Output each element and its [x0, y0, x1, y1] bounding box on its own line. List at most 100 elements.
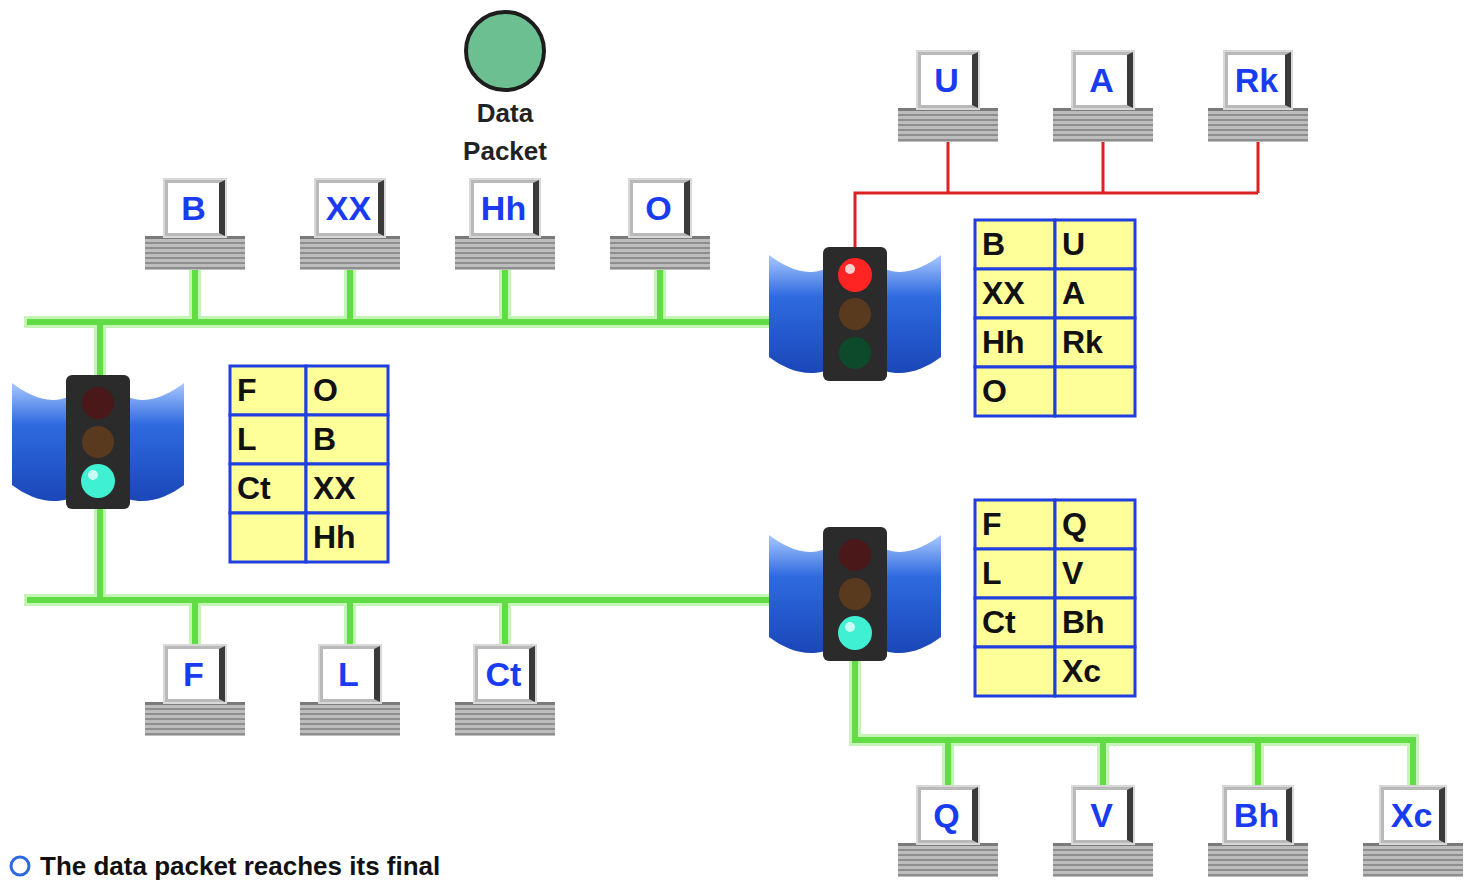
packet-circle-shape	[466, 12, 544, 90]
table-cell-text: A	[1055, 269, 1085, 318]
computer-base	[455, 236, 555, 270]
table-cell-text: XX	[306, 464, 356, 513]
table-cell	[1055, 500, 1135, 549]
table-cell-text: Xc	[1055, 647, 1101, 696]
computer-base	[455, 702, 555, 736]
computer-label: XX	[326, 191, 371, 225]
table-cell	[230, 366, 306, 415]
computer-screen: A	[1073, 52, 1133, 108]
lan-cable	[30, 270, 1413, 787]
table-cell	[230, 513, 306, 562]
computer: B	[143, 180, 247, 270]
lan-cable-halo	[30, 270, 1413, 787]
computer: V	[1051, 787, 1155, 877]
computer-label: A	[1089, 63, 1114, 97]
table-cell-text: Bh	[1055, 598, 1105, 647]
table-cell-text: V	[1055, 549, 1083, 598]
table-cell-text: Hh	[306, 513, 356, 562]
table-cell-text: Q	[1055, 500, 1087, 549]
table-cell	[975, 220, 1055, 269]
computer-label: Rk	[1235, 63, 1278, 97]
caption-note: The data packet reaches its final	[40, 850, 440, 882]
computer-label: Q	[933, 798, 959, 832]
computer-screen: L	[320, 646, 380, 702]
computer-base	[898, 843, 998, 877]
computer: XX	[298, 180, 402, 270]
table-cell	[306, 366, 388, 415]
table-cell-text: L	[230, 415, 257, 464]
computer-label: Ct	[486, 657, 522, 691]
computer: Ct	[453, 646, 557, 736]
computer-label: V	[1090, 798, 1113, 832]
computer: Rk	[1206, 52, 1310, 142]
table-cell-text: F	[975, 500, 1002, 549]
computer-base	[145, 702, 245, 736]
forwarding-table	[975, 500, 1135, 696]
table-cell	[975, 367, 1055, 416]
computer-screen: O	[630, 180, 690, 236]
computer: Hh	[453, 180, 557, 270]
computer-base	[1053, 108, 1153, 142]
packet-label: Data Packet	[435, 94, 575, 170]
computer: O	[608, 180, 712, 270]
table-cell-text: Ct	[975, 598, 1016, 647]
computer-screen: Xc	[1381, 787, 1446, 843]
computer: Q	[896, 787, 1000, 877]
computer-screen: U	[918, 52, 978, 108]
computer-screen: B	[165, 180, 225, 236]
bridge-traffic-light	[769, 527, 941, 661]
computer-screen: Bh	[1224, 787, 1292, 843]
table-cell	[306, 464, 388, 513]
packet-circle	[462, 8, 548, 94]
computer-base	[300, 702, 400, 736]
computer-base	[1208, 843, 1308, 877]
table-cell	[230, 464, 306, 513]
computer-label: L	[338, 657, 359, 691]
computer-base	[1208, 108, 1308, 142]
table-cell	[1055, 647, 1135, 696]
computer: Bh	[1206, 787, 1310, 877]
computer-label: U	[934, 63, 959, 97]
computer-screen: Hh	[471, 180, 539, 236]
table-cell	[306, 513, 388, 562]
table-cell	[975, 647, 1055, 696]
table-cell-text: XX	[975, 269, 1025, 318]
table-cell	[975, 500, 1055, 549]
table-cell	[1055, 367, 1135, 416]
computer-base	[300, 236, 400, 270]
bridge-traffic-light	[12, 375, 184, 509]
table-cell-text: Rk	[1055, 318, 1103, 367]
table-cell	[975, 598, 1055, 647]
computer: Xc	[1361, 787, 1465, 877]
computer-base	[1363, 843, 1463, 877]
table-cell-text: Hh	[975, 318, 1025, 367]
table-cell-text: O	[975, 367, 1007, 416]
table-cell	[306, 415, 388, 464]
computer: A	[1051, 52, 1155, 142]
table-cell	[1055, 220, 1135, 269]
computer-screen: Ct	[475, 646, 535, 702]
computer-base	[898, 108, 998, 142]
table-cell-text: B	[975, 220, 1005, 269]
forwarding-table	[230, 366, 388, 562]
computer-screen: V	[1073, 787, 1133, 843]
data-packet: Data Packet	[435, 8, 575, 170]
computer-screen: Rk	[1225, 52, 1291, 108]
computer: L	[298, 646, 402, 736]
bridge-tables	[230, 220, 1135, 696]
bridge-traffic-light	[769, 247, 941, 381]
table-cell	[1055, 549, 1135, 598]
table-cell-text: F	[230, 366, 257, 415]
bullet	[11, 857, 29, 875]
computer-label: Xc	[1391, 798, 1433, 832]
table-cell-text: L	[975, 549, 1002, 598]
computer-base	[1053, 843, 1153, 877]
computer-base	[145, 236, 245, 270]
computer-label: F	[183, 657, 204, 691]
computer-label: O	[645, 191, 671, 225]
table-cell-text: Ct	[230, 464, 271, 513]
table-cell-text: U	[1055, 220, 1085, 269]
table-cell	[975, 318, 1055, 367]
table-cell-text: B	[306, 415, 336, 464]
